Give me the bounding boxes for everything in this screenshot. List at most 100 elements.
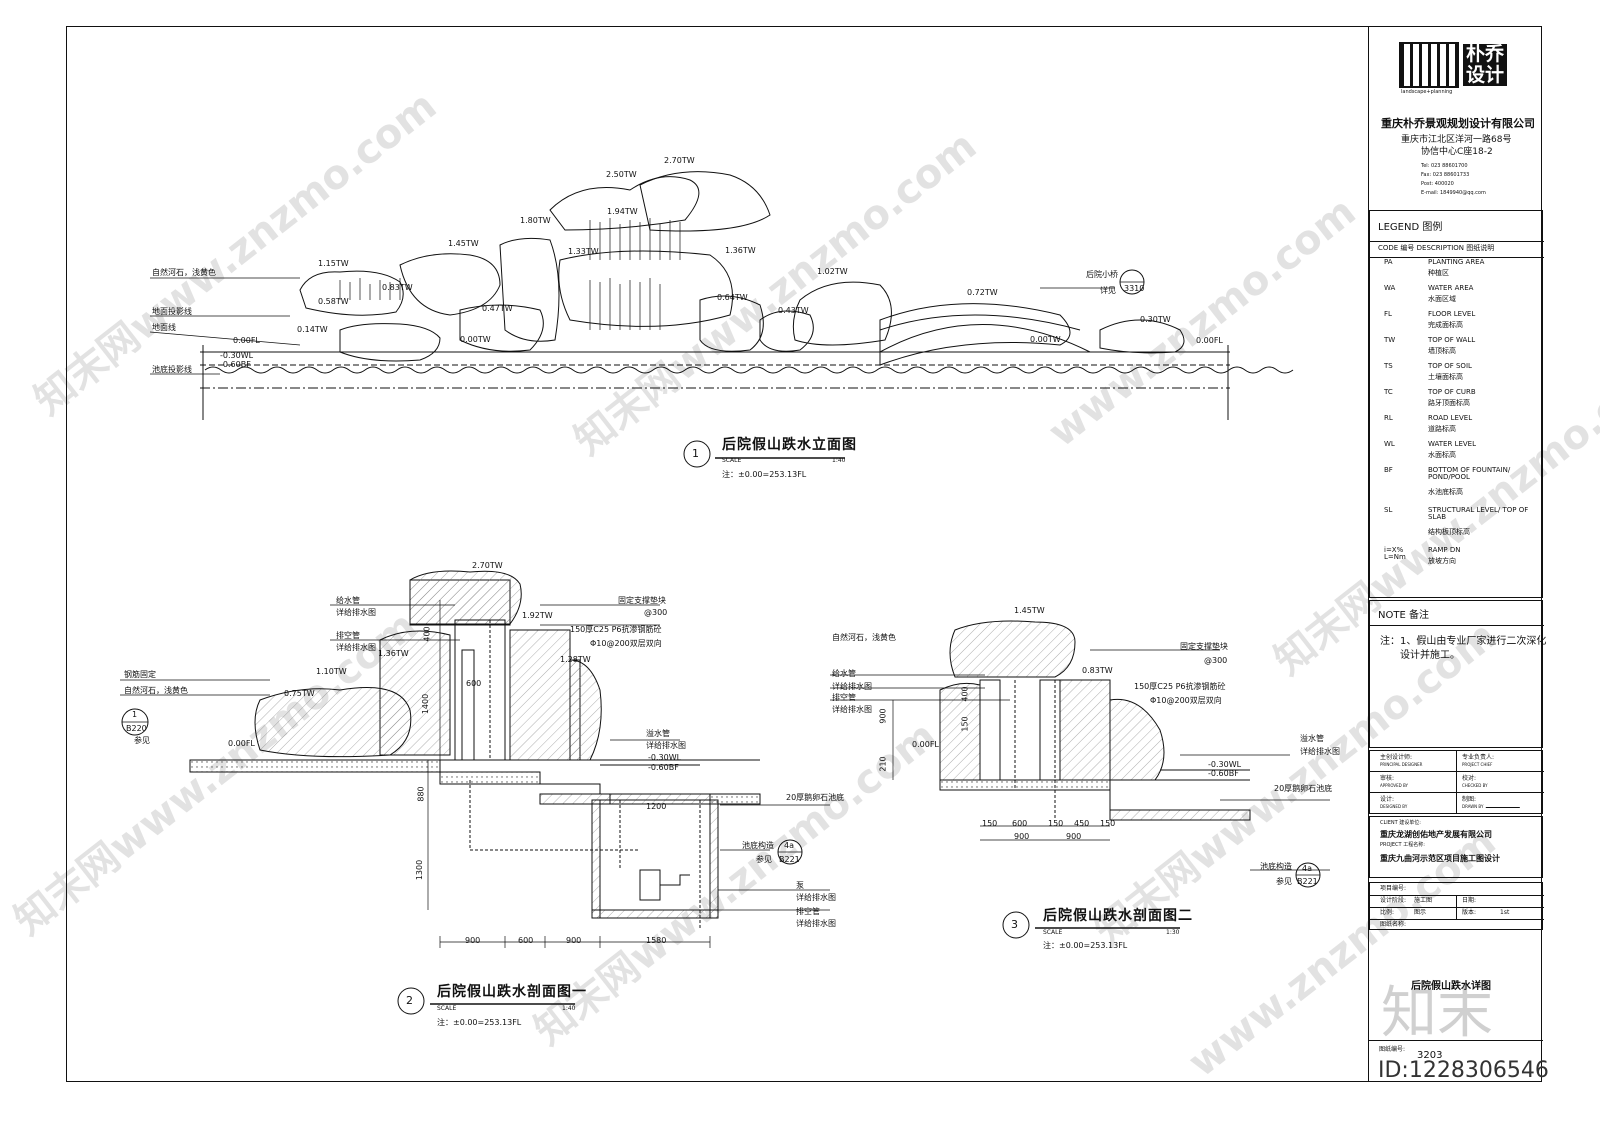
drawing-2-scale: 1:40 bbox=[562, 1005, 576, 1012]
elev-1-33: 1.33TW bbox=[568, 247, 599, 256]
d2-supply: 给水管 bbox=[336, 596, 360, 605]
note-text-1: 注：1、假山由专业厂家进行二次深化 bbox=[1380, 636, 1547, 647]
d2-pool-detail: 池底构造 bbox=[742, 841, 774, 850]
d2-elev-neg-0-30wl: -0.30WL bbox=[648, 753, 682, 762]
meta-stage-label: 设计阶段: bbox=[1380, 897, 1407, 904]
d3-elev-neg-0-60bf: -0.60BF bbox=[1208, 769, 1239, 778]
legend-description-cn: 水面区域 bbox=[1428, 295, 1456, 303]
client-label: CLIENT 建设单位: bbox=[1380, 820, 1421, 826]
drawing-3-note: 注：±0.00=253.13FL bbox=[1043, 941, 1128, 950]
d3-vent-ref: 详给排水图 bbox=[832, 705, 872, 714]
legend-description-cn: 道路标高 bbox=[1428, 425, 1456, 433]
client-name: 重庆龙湖创佑地产发展有限公司 bbox=[1380, 830, 1492, 839]
d3-fixed-at: @300 bbox=[1204, 656, 1228, 665]
elev-2-70: 2.70TW bbox=[664, 156, 695, 165]
drawing-3-title: 后院假山跌水剖面图二 bbox=[1043, 908, 1193, 924]
d2-dim-1400: 1400 bbox=[421, 693, 431, 715]
legend-description-cn: 完成面标高 bbox=[1428, 321, 1463, 329]
project-label: PROJECT 工程名称: bbox=[1380, 842, 1425, 848]
company-email: E-mail: 1849940@qq.com bbox=[1421, 190, 1486, 196]
drawing-3-scale: 1:30 bbox=[1166, 929, 1180, 936]
company-address-2: 协信中心C座18-2 bbox=[1421, 147, 1493, 157]
d2-stone: 自然河石，浅黄色 bbox=[124, 686, 188, 695]
legend-title: LEGEND 图例 bbox=[1378, 222, 1443, 233]
elev-0-58: 0.58TW bbox=[318, 297, 349, 306]
elev-0-30: 0.30TW bbox=[1140, 315, 1171, 324]
note-title: NOTE 备注 bbox=[1378, 610, 1429, 621]
company-tel: Tel: 023 88601700 bbox=[1421, 163, 1468, 169]
signoff-designed: 设计: bbox=[1380, 796, 1395, 803]
signoff-principal-en: PRINCIPAL DESIGNER bbox=[1380, 762, 1423, 767]
meta-project-no: 项目编号: bbox=[1380, 885, 1407, 892]
d2-fixed: 固定支撑垫块 bbox=[618, 596, 666, 605]
d3-elev-1-45: 1.45TW bbox=[1014, 606, 1045, 615]
signoff-approved: 审核: bbox=[1380, 775, 1395, 782]
legend-code: TC bbox=[1384, 388, 1393, 396]
legend-description-en: TOP OF SOIL bbox=[1428, 362, 1472, 370]
legend-code: BF bbox=[1384, 466, 1393, 474]
project-name: 重庆九曲河示范区项目施工图设计 bbox=[1380, 854, 1500, 863]
drawing-1-scale: 1:40 bbox=[832, 457, 846, 464]
elev-0-00tw-a: 0.00TW bbox=[460, 335, 491, 344]
d3-dim-150-b: 150 bbox=[1048, 819, 1064, 828]
legend-description-cn: 结构板顶标高 bbox=[1428, 528, 1470, 536]
d3-stone: 自然河石，浅黄色 bbox=[832, 633, 896, 642]
d3-dim-150-a: 150 bbox=[982, 819, 998, 828]
legend-code: TW bbox=[1384, 336, 1396, 344]
elev-1-94: 1.94TW bbox=[607, 207, 638, 216]
meta-scale-label: 比例: bbox=[1380, 909, 1395, 916]
elev-0-00fl-left: 0.00FL bbox=[233, 336, 260, 345]
legend-description-en: ROAD LEVEL bbox=[1428, 414, 1473, 422]
d2-dim-1300: 1300 bbox=[415, 859, 425, 881]
d2-vent-ref: 详给排水图 bbox=[336, 643, 376, 652]
drawing-2-title: 后院假山跌水剖面图一 bbox=[437, 984, 587, 1000]
note-box: NOTE 备注 注：1、假山由专业厂家进行二次深化 设计并施工。 bbox=[1369, 600, 1547, 748]
elev-1-15: 1.15TW bbox=[318, 259, 349, 268]
drawing-1-number: 1 bbox=[692, 447, 699, 460]
d3-dim-150-v: 150 bbox=[960, 716, 970, 732]
company-logo: 朴乔设计 landscape+planning bbox=[1399, 42, 1511, 95]
elev-0-47: 0.47TW bbox=[482, 304, 513, 313]
d3-ref: 参见 bbox=[1276, 877, 1292, 886]
signature-mark bbox=[1485, 795, 1525, 808]
section-one-drawing bbox=[120, 570, 830, 1015]
legend-code: SL bbox=[1384, 506, 1393, 514]
d2-elev-0-75: 0.75TW bbox=[284, 689, 315, 698]
d2-elev-2-70: 2.70TW bbox=[472, 561, 503, 570]
label-pool-projection: 池底投影线 bbox=[152, 365, 192, 374]
d3-overflow: 溢水管 bbox=[1300, 734, 1324, 743]
signoff-drawn: 制图: bbox=[1462, 796, 1477, 803]
legend-code: WL bbox=[1384, 440, 1395, 448]
d2-dim-600: 600 bbox=[518, 936, 534, 945]
elev-0-43: 0.43TW bbox=[778, 306, 809, 315]
signoff-checked: 校对: bbox=[1462, 775, 1477, 782]
drawing-2-number: 2 bbox=[406, 994, 413, 1007]
d2-supply-ref: 详给排水图 bbox=[336, 608, 376, 617]
watermark-logo: 知末 bbox=[1381, 981, 1493, 1046]
d2-pump: 泵 bbox=[796, 881, 804, 890]
elev-1-36: 1.36TW bbox=[725, 246, 756, 255]
drawing-1-note: 注：±0.00=253.13FL bbox=[722, 470, 807, 479]
logo-text: 朴乔设计 bbox=[1463, 44, 1507, 86]
d3-pool-detail: 池底构造 bbox=[1260, 862, 1292, 871]
d3-dim-900-a: 900 bbox=[1014, 832, 1030, 841]
d2-elev-neg-0-60bf: -0.60BF bbox=[648, 763, 679, 772]
elev-1-80: 1.80TW bbox=[520, 216, 551, 225]
d3-dim-900-v: 900 bbox=[878, 708, 888, 724]
label-stone: 自然河石，浅黄色 bbox=[152, 268, 216, 277]
d3-dim-150-c: 150 bbox=[1100, 819, 1116, 828]
d2-rebar: Φ10@200双层双向 bbox=[590, 639, 662, 648]
d3-concrete: 150厚C25 P6抗渗钢筋砼 bbox=[1134, 682, 1226, 691]
legend-description-en: FLOOR LEVEL bbox=[1428, 310, 1476, 318]
elev-1-02: 1.02TW bbox=[817, 267, 848, 276]
d2-overflow: 溢水管 bbox=[646, 729, 670, 738]
drawing-3-scale-label: SCALE bbox=[1043, 929, 1063, 936]
legend-header: CODE 编号 DESCRIPTION 图纸说明 bbox=[1378, 244, 1495, 252]
d2-vent2: 排空管 bbox=[796, 907, 820, 916]
meta-box: 项目编号: 设计阶段: 施工图 日期: 比例: 图示 版本: 1st 图纸名称: bbox=[1369, 882, 1544, 930]
label-bridge-ref-no: 3310 bbox=[1124, 284, 1145, 293]
d2-dim-900-b: 900 bbox=[566, 936, 582, 945]
title-block: 朴乔设计 landscape+planning 重庆朴乔景观规划设计有限公司 重… bbox=[1368, 26, 1547, 1082]
signoff-drawn-en: DRAWN BY bbox=[1462, 804, 1484, 809]
